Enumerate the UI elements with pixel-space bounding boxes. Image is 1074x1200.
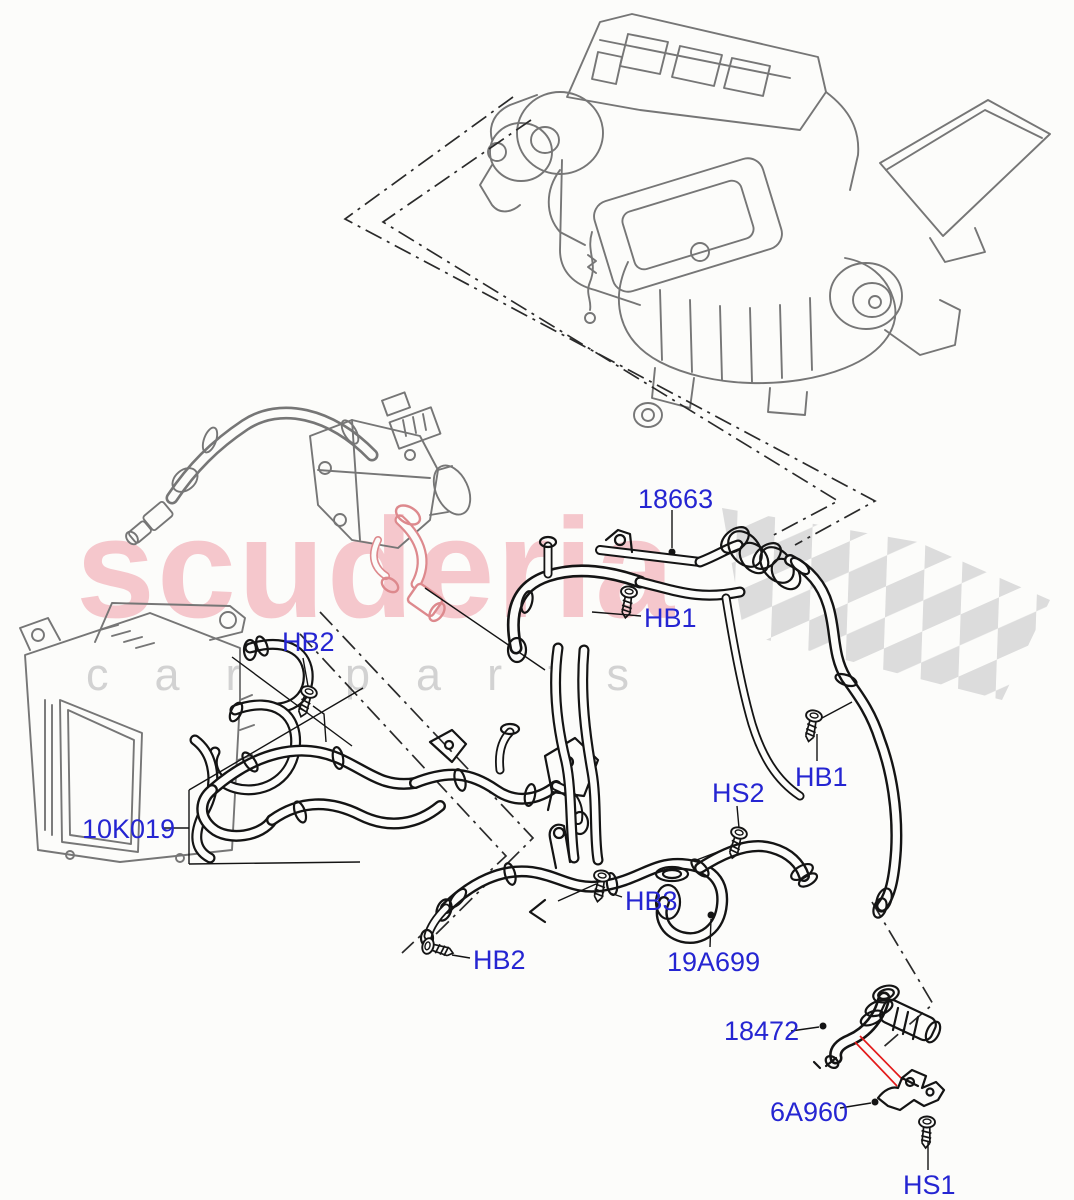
bracket-10k019-lines [162,687,364,865]
part-label-18472[interactable]: 18472 [724,1016,800,1046]
part-label-hb2-upper[interactable]: HB2 [282,627,335,657]
hose-assembly-19a699-drawing [419,823,819,948]
leader-lines [302,510,929,1170]
screw-icon-hb2-lower [419,935,457,962]
part-label-6a960[interactable]: 6A960 [770,1097,849,1127]
view-link-lines [231,587,546,747]
part-label-hs1[interactable]: HS1 [903,1170,956,1200]
bracket-6a960-drawing [876,1068,946,1112]
part-label-hb3[interactable]: HB3 [625,886,678,916]
watermark-subtitle: car parts [86,649,676,700]
part-label-18663[interactable]: 18663 [638,484,714,514]
hvac-heater-unit-drawing [479,13,1051,428]
part-label-hb2-lower[interactable]: HB2 [473,945,526,975]
part-label-10k019[interactable]: 10K019 [82,814,176,844]
water-pump-drawing [125,391,472,623]
part-label-19a699[interactable]: 19A699 [667,947,761,977]
part-label-hs2[interactable]: HS2 [712,778,765,808]
screw-icon-hs1 [916,1115,937,1150]
hose-18472-drawing [812,984,942,1070]
part-label-hb1-upper[interactable]: HB1 [644,603,697,633]
hose-assembly-18663-drawing [506,526,903,919]
screw-icon-hb1-lower [799,708,824,745]
red-alignment-lines [854,1035,904,1087]
part-label-hb1-lower[interactable]: HB1 [795,762,848,792]
checkered-flag-watermark [722,508,1050,700]
